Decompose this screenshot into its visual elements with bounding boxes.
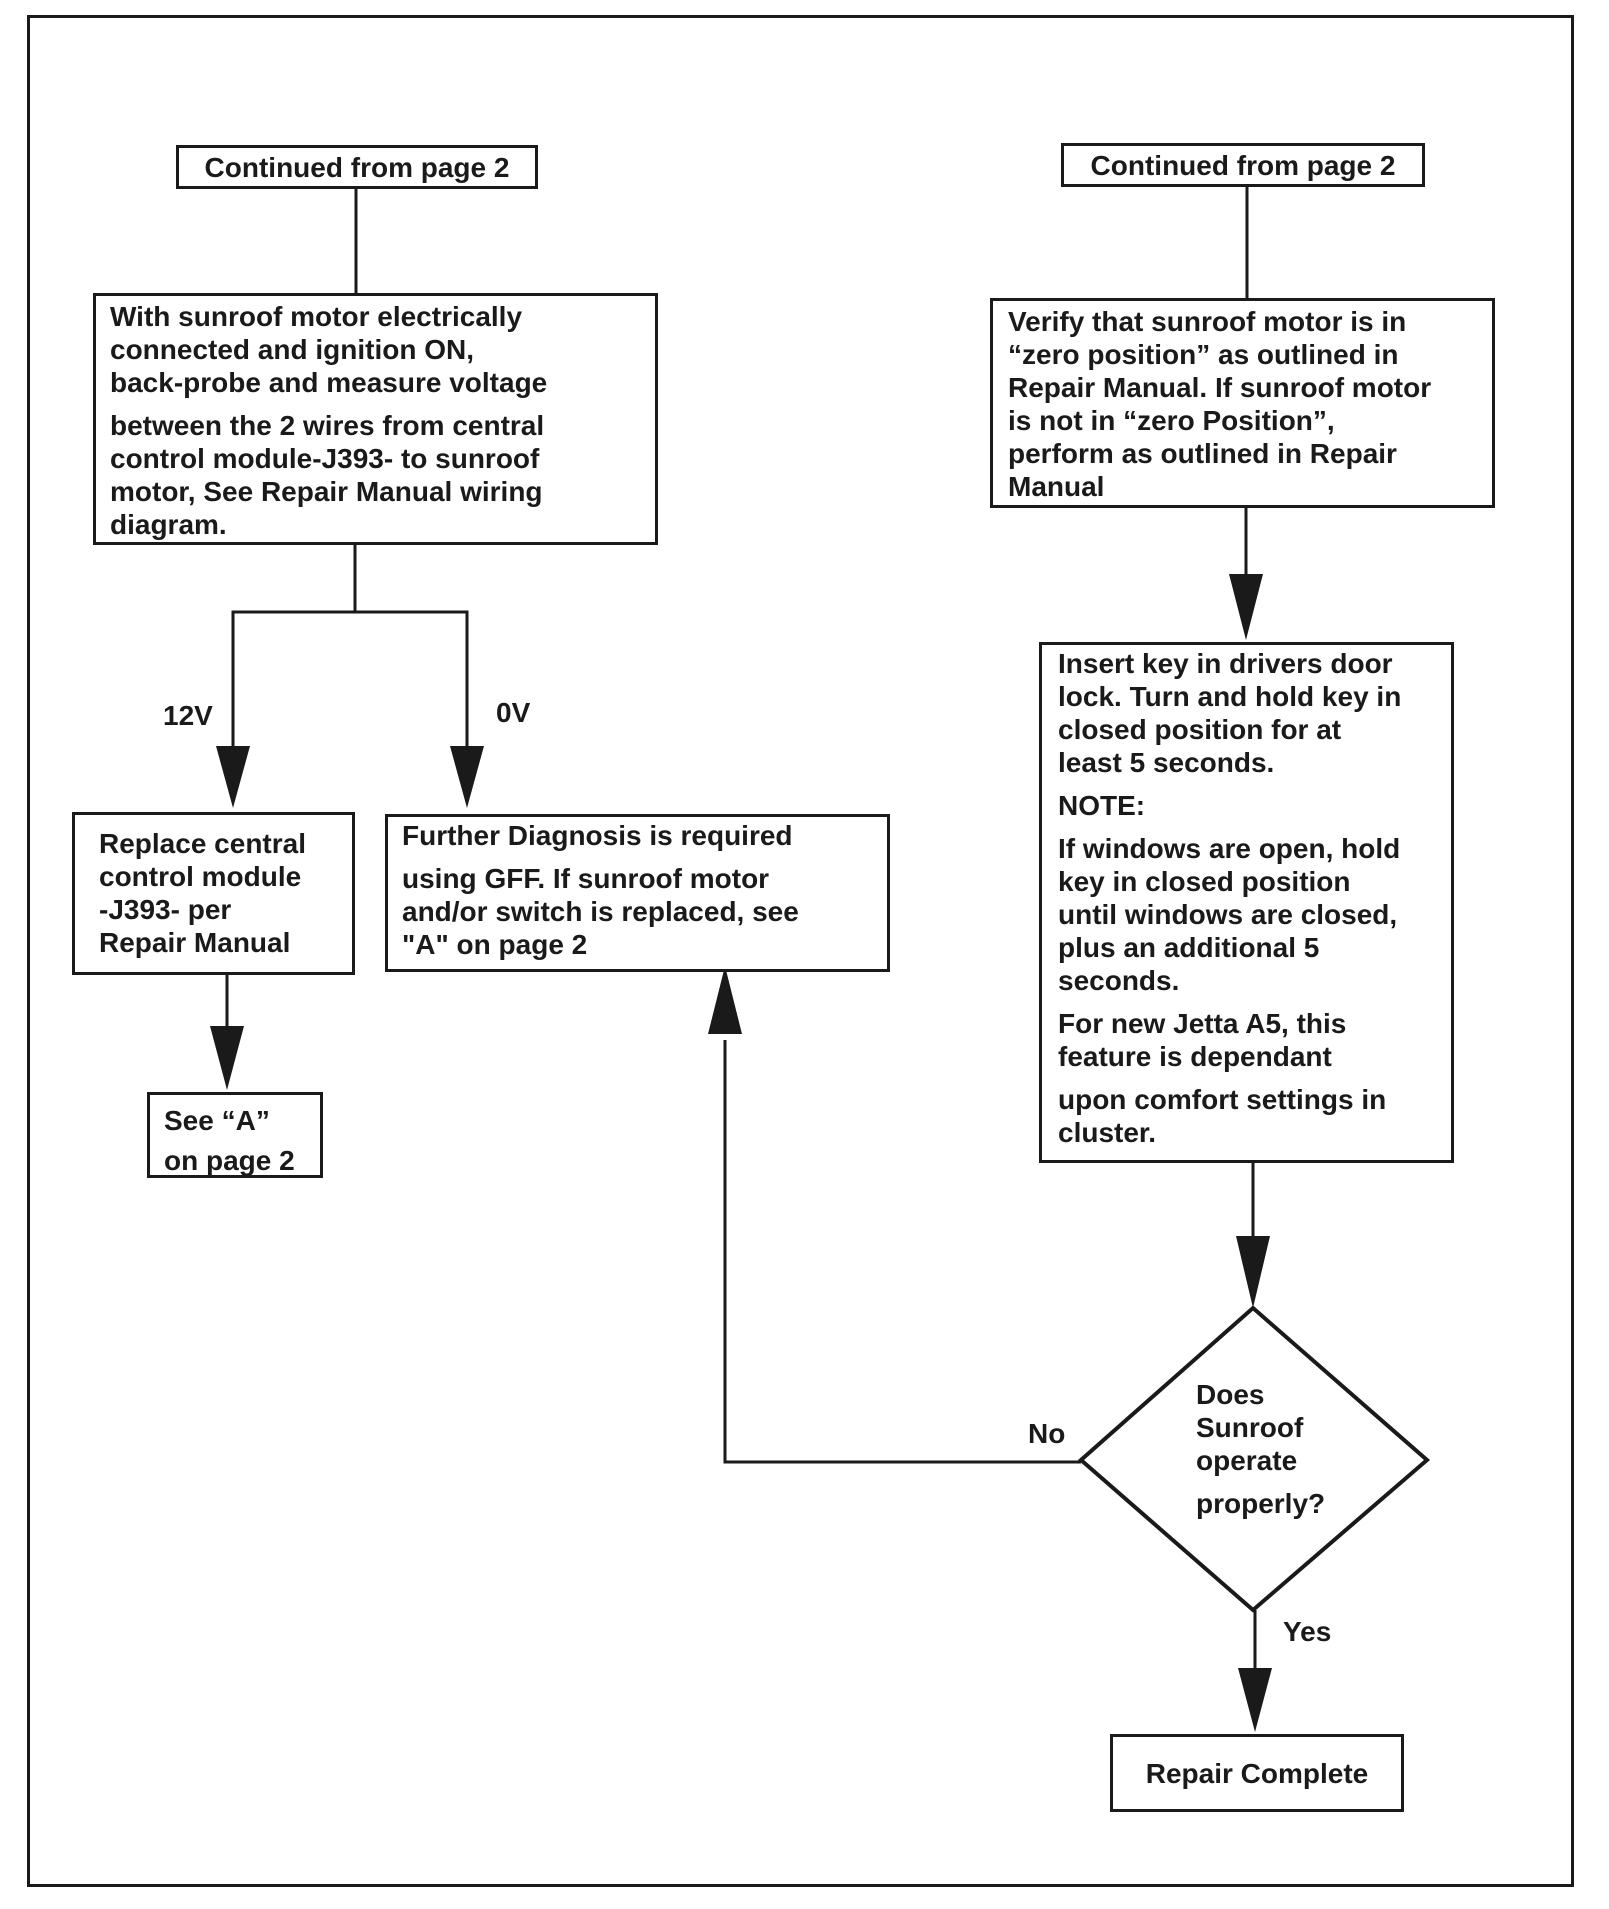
arrowhead-0v: [450, 746, 484, 808]
further-diagnosis-box: Further Diagnosis is required using GFF.…: [385, 814, 890, 972]
decision-diamond: [1077, 1305, 1431, 1613]
insert-key-jetta-text: For new Jetta A5, this feature is depend…: [1058, 1008, 1347, 1072]
repair-complete-text: Repair Complete: [1145, 1757, 1369, 1789]
replace-module-text: Replace central control module -J393- pe…: [99, 828, 306, 958]
connector-measure-branch: [231, 518, 357, 770]
insert-key-comfort-text: upon comfort settings in cluster.: [1058, 1084, 1387, 1148]
decision-yes-label: Yes: [1283, 1616, 1332, 1647]
branch-label-0v: 0V: [496, 697, 531, 728]
right-start-box: Continued from page 2: [1061, 143, 1425, 187]
arrowhead-further-diagnosis: [708, 966, 742, 1034]
decision-no-label: No: [1028, 1418, 1066, 1449]
see-a-text-2: on page 2: [164, 1145, 295, 1176]
verify-zero-position-text: Verify that sunroof motor is in “zero po…: [1008, 306, 1432, 502]
insert-key-note-heading: NOTE:: [1058, 790, 1146, 821]
see-a-box: See “A” on page 2: [147, 1092, 323, 1178]
arrowhead-see-a: [210, 1026, 244, 1090]
diagram-frame: [27, 15, 1574, 1887]
insert-key-text-1: Insert key in drivers door lock. Turn an…: [1058, 648, 1402, 778]
arrowhead-insert: [1229, 574, 1263, 640]
arrowhead-12v: [216, 746, 250, 808]
insert-key-box: Insert key in drivers door lock. Turn an…: [1039, 642, 1454, 1163]
insert-key-note-text: If windows are open, hold key in closed …: [1058, 833, 1401, 996]
decision-text-2: properly?: [1196, 1488, 1326, 1519]
measure-voltage-text-1: With sunroof motor electrically connecte…: [110, 301, 548, 398]
arrowhead-repair-complete: [1238, 1668, 1272, 1732]
left-start-text: Continued from page 2: [204, 151, 510, 183]
connector-decision-no: [723, 1040, 1081, 1464]
repair-complete-box: Repair Complete: [1110, 1734, 1404, 1812]
right-start-text: Continued from page 2: [1090, 149, 1396, 181]
further-diagnosis-text-1: Further Diagnosis is required: [402, 820, 793, 851]
verify-zero-position-box: Verify that sunroof motor is in “zero po…: [990, 298, 1495, 508]
branch-label-12v: 12V: [163, 700, 213, 731]
see-a-text-1: See “A”: [164, 1105, 270, 1136]
decision-text: Does Sunroof operate properly?: [1196, 1378, 1325, 1520]
connector-measure-branch-0v: [355, 610, 469, 770]
left-start-box: Continued from page 2: [176, 145, 538, 189]
arrowhead-decision: [1236, 1236, 1270, 1308]
measure-voltage-box: With sunroof motor electrically connecte…: [93, 293, 658, 545]
replace-module-box: Replace central control module -J393- pe…: [72, 812, 355, 975]
further-diagnosis-text-2: using GFF. If sunroof motor and/or switc…: [402, 863, 799, 960]
decision-text-1: Does Sunroof operate: [1196, 1379, 1304, 1476]
measure-voltage-text-2: between the 2 wires from central control…: [110, 410, 545, 540]
